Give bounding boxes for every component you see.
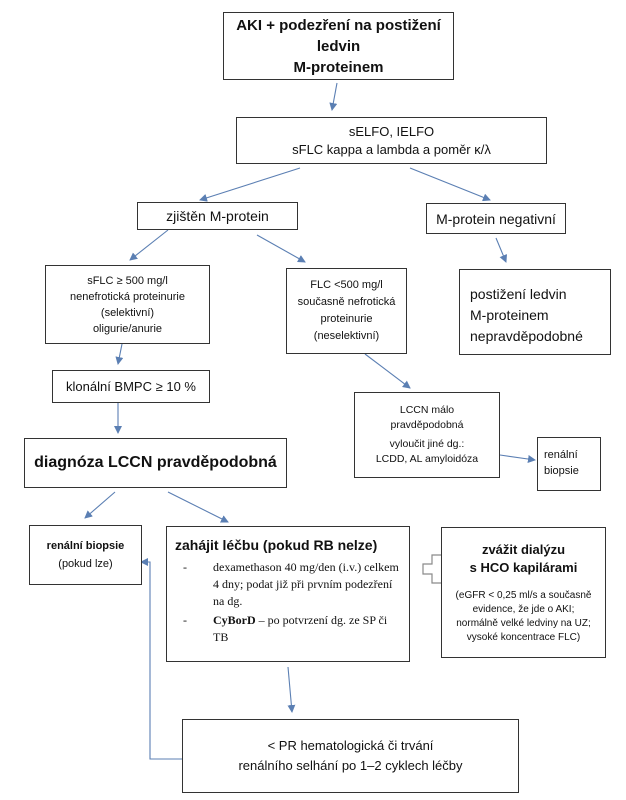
- arrow-diagnosis-to-biopsy: [84, 491, 116, 519]
- lccn-line-1: LCCN málo: [399, 404, 455, 416]
- box-tests: sELFO, IELFO sFLC kappa a lambda a poměr…: [236, 117, 547, 164]
- dialysis-title-2: s HCO kapilárami: [469, 559, 578, 575]
- box-clonal-bmpc: klonální BMPC ≥ 10 %: [52, 370, 210, 403]
- aki-line-2: M-proteinem: [293, 58, 384, 76]
- arrow-negative-to-unlikely: [495, 237, 507, 263]
- treatment-heading: zahájit léčbu (pokud RB nelze): [175, 537, 403, 553]
- found-label: zjištěn M-protein: [166, 208, 269, 224]
- box-consider-dialysis: zvážit dialýzu s HCO kapilárami (eGFR < …: [441, 527, 606, 658]
- bmpc-label: klonální BMPC ≥ 10 %: [66, 379, 196, 394]
- arrow-tests-to-found: [199, 167, 301, 202]
- box-sflc-high: sFLC ≥ 500 mg/l nenefrotická proteinurie…: [45, 265, 210, 344]
- arrow-flc-to-lccn: [364, 353, 411, 389]
- arrow-tests-to-negative: [409, 167, 491, 202]
- lccn-line-2: pravděpodobná: [390, 419, 464, 431]
- box-m-protein-found: zjištěn M-protein: [137, 202, 298, 230]
- arrow-lccn-to-biopsy: [499, 454, 536, 463]
- treatment-item-cybord: CyBorD – po potvrzení dg. ze SP či TB: [175, 612, 403, 646]
- biopsy-small-line-1: renální: [544, 449, 578, 461]
- arrow-aki-to-tests: [329, 82, 338, 111]
- treatment-item-dexamethasone: dexamethason 40 mg/den (i.v.) celkem 4 d…: [175, 559, 403, 610]
- box-renal-biopsy-right: renální biopsie: [537, 437, 601, 491]
- aki-line-1: AKI + podezření na postižení ledvin: [236, 16, 441, 55]
- arrow-diagnosis-to-treatment: [167, 491, 229, 523]
- diagnosis-label: diagnóza LCCN pravděpodobná: [34, 454, 277, 471]
- unlikely-line-2: M-proteinem: [470, 307, 549, 323]
- box-aki-suspicion: AKI + podezření na postižení ledvin M-pr…: [223, 12, 454, 80]
- dialysis-title-1: zvážit dialýzu: [481, 541, 566, 557]
- box-flc-low: FLC <500 mg/l současně nefrotická protei…: [286, 268, 407, 354]
- lccn-line-4: LCDD, AL amyloidóza: [375, 453, 479, 465]
- flc-line-2: současně nefrotická: [297, 296, 396, 308]
- treatment-item-2-text: – po potvrzení dg. ze SP či TB: [213, 613, 388, 644]
- sflc-line-2: nenefrotická proteinurie: [70, 290, 185, 303]
- pr-line-2: renálního selhání po 1–2 cyklech léčby: [238, 758, 463, 773]
- sflc-line-4: oligurie/anurie: [92, 322, 163, 335]
- treatment-title-note: (pokud RB nelze): [262, 537, 378, 553]
- biopsy-left-line-1: renální biopsie: [46, 540, 125, 552]
- unlikely-line-1: postižení ledvin: [470, 286, 567, 302]
- box-start-treatment: zahájit léčbu (pokud RB nelze) dexametha…: [166, 526, 410, 662]
- box-lccn-probable: diagnóza LCCN pravděpodobná: [24, 438, 287, 488]
- flc-line-4: (neselektivní): [313, 330, 380, 342]
- flc-line-1: FLC <500 mg/l: [310, 279, 383, 291]
- treatment-title: zahájit léčbu: [175, 537, 260, 553]
- arrow-found-to-flc: [256, 234, 306, 263]
- box-renal-biopsy-left: renální biopsie (pokud lze): [29, 525, 142, 585]
- dialysis-note-3: normálně velké ledviny na UZ;: [456, 617, 591, 629]
- arrow-treatment-to-pr: [287, 666, 296, 713]
- dialysis-note-2: evidence, že jde o AKI;: [472, 603, 575, 615]
- sflc-line-3: (selektivní): [100, 306, 155, 319]
- pr-line-1: < PR hematologická či trvání: [267, 738, 434, 753]
- biopsy-left-line-2: (pokud lze): [58, 558, 113, 570]
- tests-line-1: sELFO, IELFO: [348, 123, 435, 139]
- biopsy-small-line-2: biopsie: [544, 465, 579, 477]
- flc-line-3: proteinurie: [320, 313, 373, 325]
- negative-label: M-protein negativní: [436, 210, 556, 227]
- arrow-sflc-to-bmpc: [115, 343, 124, 365]
- box-m-protein-negative: M-protein negativní: [426, 203, 566, 234]
- sflc-line-1: sFLC ≥ 500 mg/l: [87, 274, 168, 287]
- treatment-item-2-prefix: CyBorD: [213, 613, 256, 627]
- dialysis-note-4: vysoké koncentrace FLC): [466, 631, 581, 643]
- arrow-found-to-sflc: [129, 229, 169, 261]
- treatment-list: dexamethason 40 mg/den (i.v.) celkem 4 d…: [175, 559, 403, 646]
- box-lccn-unlikely: LCCN málo pravděpodobná vyloučit jiné dg…: [354, 392, 500, 478]
- tests-line-2: sFLC kappa a lambda a poměr κ/λ: [292, 141, 491, 157]
- box-hematologic-response: < PR hematologická či trvání renálního s…: [182, 719, 519, 793]
- dialysis-note-1: (eGFR < 0,25 ml/s a současně: [455, 589, 592, 601]
- unlikely-line-3: nepravděpodobné: [470, 328, 583, 344]
- treatment-item-1-text: dexamethason 40 mg/den (i.v.) celkem 4 d…: [213, 560, 399, 608]
- lccn-line-3: vyloučit jiné dg.:: [389, 438, 465, 450]
- box-renal-involvement-unlikely: postižení ledvin M-proteinem nepravděpod…: [459, 269, 611, 355]
